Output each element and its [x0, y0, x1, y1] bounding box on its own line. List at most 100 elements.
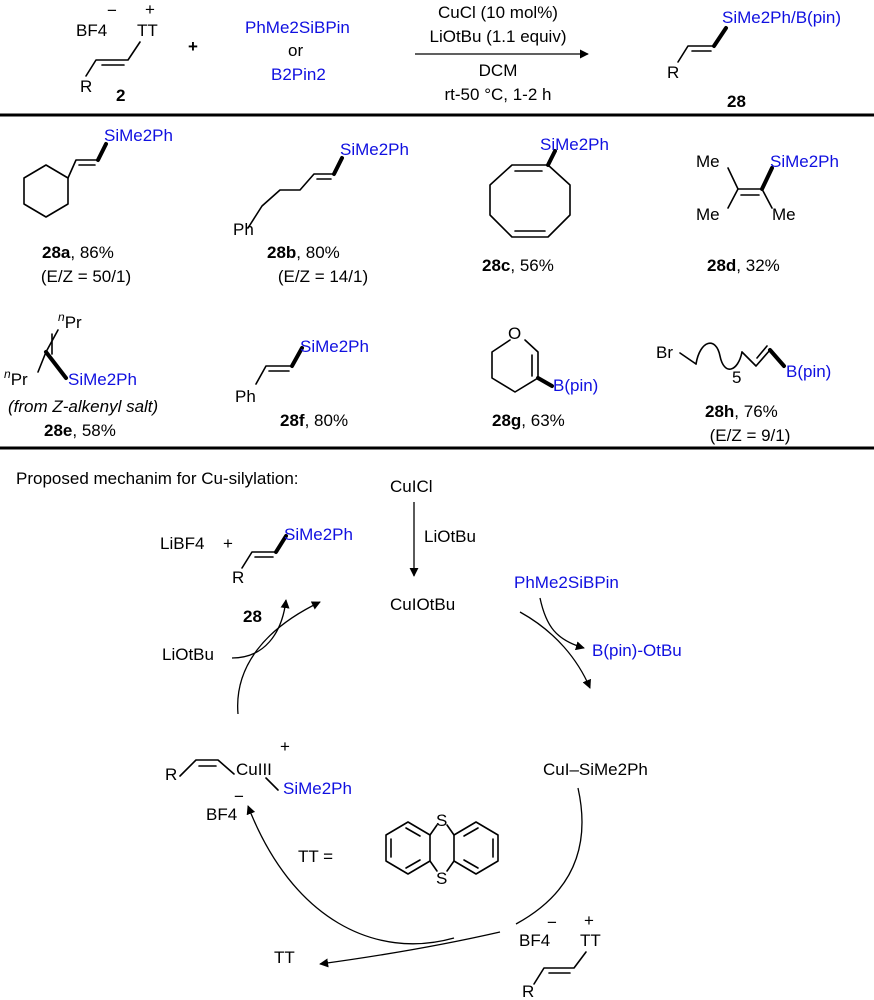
28f-backbone	[255, 365, 293, 385]
28b-label: 28b, 80%	[267, 243, 340, 262]
thianthrene-right-db-2	[463, 827, 479, 837]
reagent-diboron: B2Pin2	[271, 65, 326, 84]
28f-phenyl: Ph	[235, 387, 256, 406]
product-28h: Br 5 B(pin) 28h, 76% (E/Z = 9/1)	[656, 342, 831, 445]
thianthrene-right-db-3	[463, 859, 479, 869]
28g-label: 28g, 63%	[492, 411, 565, 430]
plus-sign: +	[188, 37, 198, 56]
cu3-alkene-bond	[179, 759, 235, 777]
28a-label: 28a, 86%	[42, 243, 114, 262]
28b-chain	[247, 173, 335, 229]
salt-charge: +	[584, 911, 594, 930]
28f-label: 28f, 80%	[280, 411, 348, 430]
product-group: SiMe2Ph/B(pin)	[722, 8, 841, 27]
product-28b: SiMe2Ph Ph 28b, 80% (E/Z = 14/1)	[233, 140, 409, 286]
28b-silyl-group: SiMe2Ph	[340, 140, 409, 159]
cu3-counterion: BF4	[206, 805, 237, 824]
tt-legend: TT =	[298, 847, 333, 866]
28h-wedge	[768, 348, 786, 368]
condition-catalyst: CuCl (10 mol%)	[438, 3, 558, 22]
condition-base: LiOtBu (1.1 equiv)	[429, 27, 566, 46]
cu3-si-bond	[265, 777, 279, 791]
28h-chain-bracket	[695, 342, 743, 370]
thianthrene-left-db-2	[405, 827, 421, 837]
28a-wedge	[96, 142, 108, 162]
28e-propyl-left: nPr	[4, 367, 28, 389]
substrate-substituent: R	[80, 77, 92, 96]
28d-methyl-1: Me	[696, 152, 720, 171]
cu3-substituent: R	[165, 765, 177, 784]
28g-oxygen: O	[508, 324, 521, 343]
substrate-counterion: BF4	[76, 21, 107, 40]
base-in: LiOtBu	[162, 645, 214, 664]
thianthrene-sulfur-bottom: S	[436, 869, 447, 888]
copper-alkoxide: CuIOtBu	[390, 595, 455, 614]
28e-label: 28e, 58%	[44, 421, 116, 440]
arrow-transmetalation	[519, 611, 591, 689]
28c-silyl-group: SiMe2Ph	[540, 135, 609, 154]
arrow-boron-release	[539, 597, 585, 651]
arrow-product-release	[231, 599, 290, 659]
28e-propyl-top: nPr	[58, 310, 82, 332]
general-product: SiMe2Ph/B(pin) R 28	[667, 8, 841, 111]
substrate-counterion-charge: −	[107, 1, 117, 20]
28g-boron-group: B(pin)	[553, 376, 598, 395]
28a-vinyl	[67, 159, 99, 179]
mechanism-plus: +	[223, 534, 233, 553]
conditions: CuCl (10 mol%) LiOtBu (1.1 equiv) DCM rt…	[415, 3, 589, 104]
thianthrene-sulfur-top: S	[436, 811, 447, 830]
28h-bromo: Br	[656, 343, 673, 362]
product-28a: SiMe2Ph 28a, 86% (E/Z = 50/1)	[23, 126, 173, 286]
thianthrene-left-db-3	[405, 859, 421, 869]
28e-silyl-group: SiMe2Ph	[68, 370, 137, 389]
28b-wedge	[332, 156, 344, 176]
thianthrene-sulfur-bonds	[429, 824, 455, 872]
arc-oxidative-addition	[515, 787, 583, 925]
28d-label: 28d, 32%	[707, 256, 780, 275]
cu3-metal: CuIII	[236, 760, 272, 779]
base-reagent: LiOtBu	[424, 527, 476, 546]
reagent-or: or	[288, 41, 303, 60]
substrate-alkenyl-salt: BF4 − + TT R 2	[76, 0, 158, 105]
released-tt: TT	[274, 948, 295, 967]
cyclohexyl-ring	[23, 164, 69, 218]
28f-silyl-group: SiMe2Ph	[300, 337, 369, 356]
28g-ring	[491, 339, 539, 393]
28a-ratio: (E/Z = 50/1)	[41, 267, 131, 286]
copper-chloride: CuICl	[390, 477, 433, 496]
salt-counterion-charge: −	[547, 913, 557, 932]
salt-leaving-group: TT	[580, 931, 601, 950]
28h-chain-count: 5	[732, 368, 741, 387]
28d-methyl-2: Me	[696, 205, 720, 224]
substrate-number: 2	[116, 86, 125, 105]
product-substituent: R	[667, 63, 679, 82]
mech-product-number: 28	[243, 607, 262, 626]
substrate-alkene-bond	[85, 41, 141, 77]
cyclooctadiene-ring	[489, 164, 571, 238]
product-backbone	[677, 45, 715, 63]
28e-note: (from Z-alkenyl salt)	[8, 397, 158, 416]
reagents: PhMe2SiBPin or B2Pin2	[245, 18, 350, 84]
product-28e: nPr nPr SiMe2Ph (from Z-alkenyl salt) 28…	[4, 310, 158, 440]
28d-left-carbon	[727, 167, 739, 209]
28h-label: 28h, 76%	[705, 402, 778, 421]
salt-alkene-bond	[533, 951, 587, 985]
arrow-reductive-elimination	[237, 601, 321, 715]
cu3-silyl-ligand: SiMe2Ph	[283, 779, 352, 798]
condition-solvent: DCM	[479, 61, 518, 80]
incoming-alkenyl-salt: BF4 − + TT R	[519, 911, 601, 1000]
28f-wedge	[290, 346, 304, 368]
28a-silyl-group: SiMe2Ph	[104, 126, 173, 145]
28g-wedge	[536, 376, 554, 388]
cu3-charge: +	[280, 737, 290, 756]
substrate-charge: +	[145, 0, 155, 19]
copper-silyl: CuI–SiMe2Ph	[543, 760, 648, 779]
28b-phenyl: Ph	[233, 220, 254, 239]
product-number: 28	[727, 92, 746, 111]
copper-iii-intermediate: R CuIII + SiMe2Ph BF4 −	[165, 737, 352, 824]
28d-methyl-bond	[761, 188, 773, 209]
mechanism-heading: Proposed mechanim for Cu-silylation:	[16, 469, 299, 488]
thianthrene-structure: TT = S S	[298, 811, 499, 888]
28e-wedge	[44, 350, 68, 380]
